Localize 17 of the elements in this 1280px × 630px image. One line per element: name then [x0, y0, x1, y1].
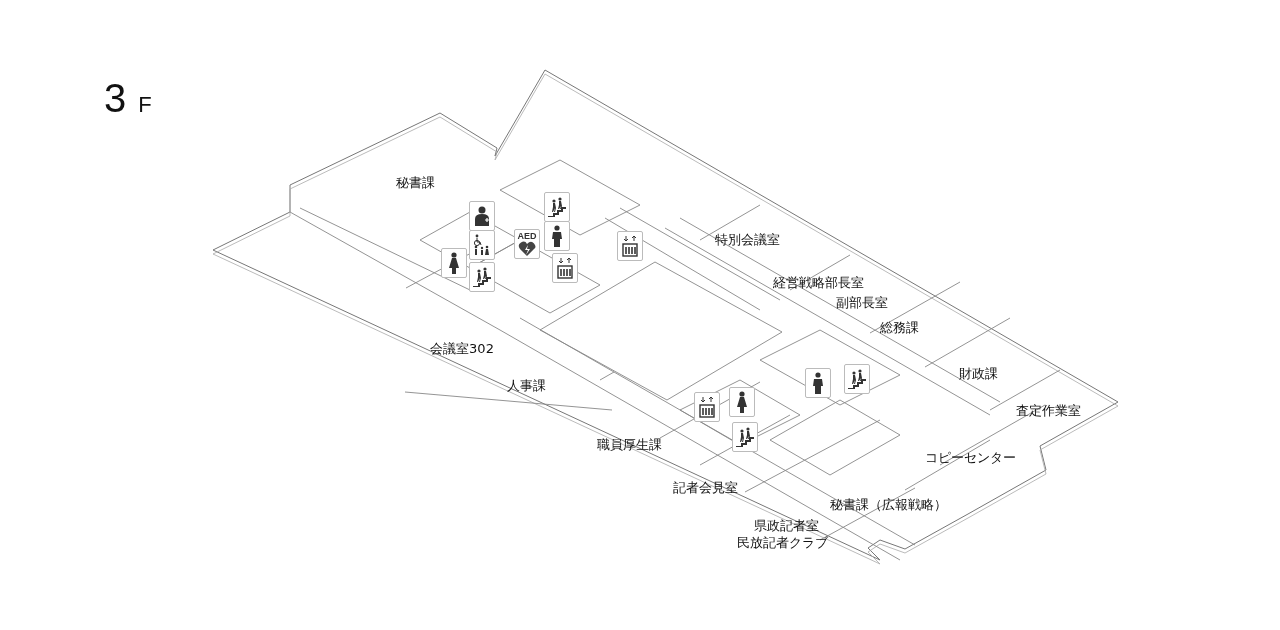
sign-text: AED — [517, 231, 537, 241]
room-label: 総務課 — [879, 320, 919, 336]
room-label: 副部長室 — [836, 295, 888, 311]
room-label: 秘書課 — [395, 175, 435, 191]
room-label: 経営戦略部長室 — [772, 275, 864, 291]
floor-title: 3F — [104, 78, 164, 118]
room-label: 査定作業室 — [1015, 403, 1081, 419]
room-label: 秘書課（広報戦略） — [829, 497, 947, 513]
room-label: 県政記者室 — [753, 518, 819, 534]
room-label: コピーセンター — [924, 450, 1016, 466]
room-label: 特別会議室 — [714, 232, 780, 248]
room-label: 会議室302 — [430, 341, 494, 357]
room-label: 民放記者クラブ — [736, 535, 828, 551]
room-label: 記者会見室 — [672, 480, 738, 496]
room-label: 職員厚生課 — [596, 437, 662, 453]
room-label: 財政課 — [958, 366, 998, 382]
room-label: 人事課 — [506, 378, 546, 394]
